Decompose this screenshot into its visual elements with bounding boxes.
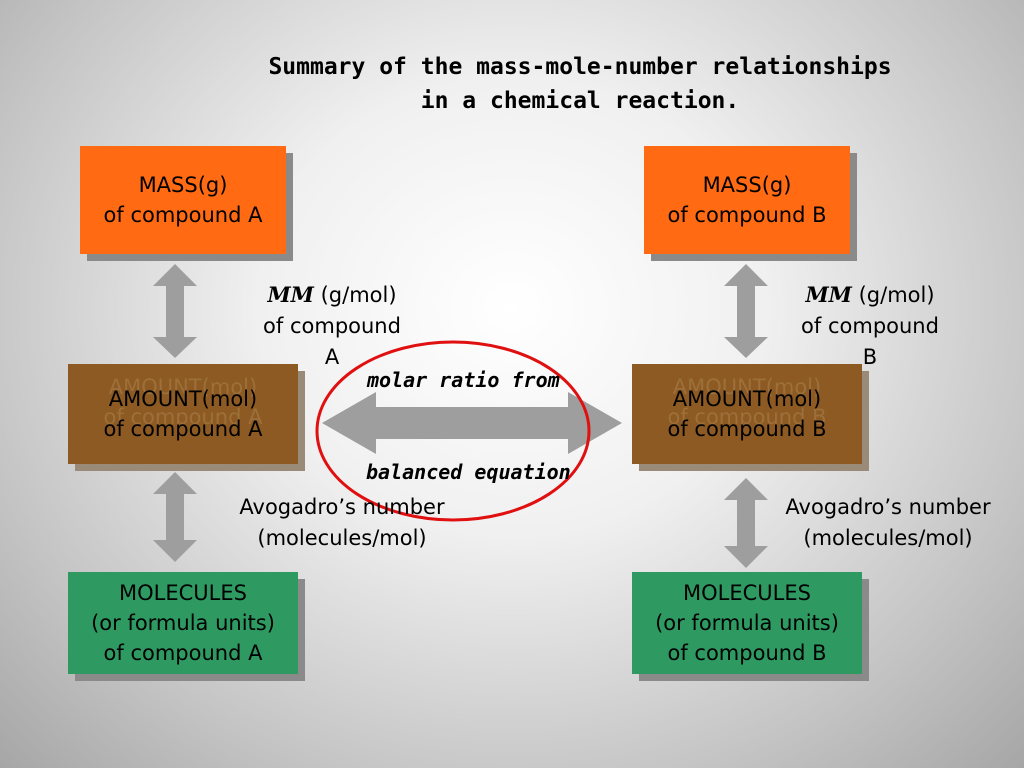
avogadro-a-line-2: (molecules/mol) — [257, 526, 427, 550]
mm-symbol-b: MM — [805, 282, 852, 307]
molar-ratio-text-top: molar ratio from — [367, 368, 560, 392]
title-line-2: in a chemical reaction. — [420, 88, 740, 114]
avogadro-a-line-1: Avogadro’s number — [239, 495, 445, 519]
mass-b-line-1: MASS(g) — [702, 173, 792, 197]
arrow-amount-molecules-a — [153, 472, 197, 562]
avogadro-label-a: Avogadro’s number (molecules/mol) — [222, 492, 462, 554]
molecules-a-line-1: MOLECULES — [119, 581, 247, 605]
page-title: Summary of the mass-mole-number relation… — [230, 50, 930, 118]
mm-unit-b: (g/mol) — [851, 283, 935, 307]
avogadro-label-b: Avogadro’s number (molecules/mol) — [768, 492, 1008, 554]
amount-b-line-1: AMOUNT(mol) — [672, 387, 822, 411]
mass-box-a: MASS(g) of compound A — [80, 146, 286, 254]
arrow-amount-molecules-b — [724, 478, 768, 568]
amount-box-a: AMOUNT(mol) of compound A AMOUNT(mol) of… — [68, 364, 298, 464]
avogadro-b-line-2: (molecules/mol) — [803, 526, 973, 550]
arrow-molar-ratio — [322, 392, 622, 454]
mm-b-line-3: B — [862, 345, 878, 369]
amount-b-line-2: of compound B — [667, 417, 827, 441]
mm-a-line-2: of compound — [263, 314, 401, 338]
molecules-box-a: MOLECULES (or formula units) of compound… — [68, 572, 298, 674]
molecules-b-line-3: of compound B — [667, 641, 827, 665]
mm-b-line-2: of compound — [801, 314, 939, 338]
molar-ratio-ellipse — [315, 340, 591, 522]
arrow-mass-amount-a — [153, 264, 197, 358]
avogadro-b-line-1: Avogadro’s number — [785, 495, 991, 519]
title-line-1: Summary of the mass-mole-number relation… — [268, 54, 892, 80]
molecules-b-line-2: (or formula units) — [655, 611, 839, 635]
molar-mass-label-b: MM (g/mol) of compound B — [770, 279, 970, 373]
arrow-mass-amount-b — [724, 264, 768, 358]
mm-symbol-a: MM — [267, 282, 314, 307]
mass-box-b: MASS(g) of compound B — [644, 146, 850, 254]
molar-ratio-text-bottom: balanced equation — [366, 460, 571, 484]
molecules-a-line-3: of compound A — [103, 641, 263, 665]
mm-a-line-3: A — [324, 345, 340, 369]
amount-a-line-1: AMOUNT(mol) — [108, 387, 258, 411]
molecules-box-b: MOLECULES (or formula units) of compound… — [632, 572, 862, 674]
mass-a-line-1: MASS(g) — [138, 173, 228, 197]
molar-mass-label-a: MM (g/mol) of compound A — [232, 279, 432, 373]
amount-box-b: AMOUNT(mol) of compound B AMOUNT(mol) of… — [632, 364, 862, 464]
mm-unit-a: (g/mol) — [313, 283, 397, 307]
amount-a-line-2: of compound A — [103, 417, 263, 441]
molecules-a-line-2: (or formula units) — [91, 611, 275, 635]
molecules-b-line-1: MOLECULES — [683, 581, 811, 605]
mass-b-line-2: of compound B — [667, 203, 827, 227]
mass-a-line-2: of compound A — [103, 203, 263, 227]
